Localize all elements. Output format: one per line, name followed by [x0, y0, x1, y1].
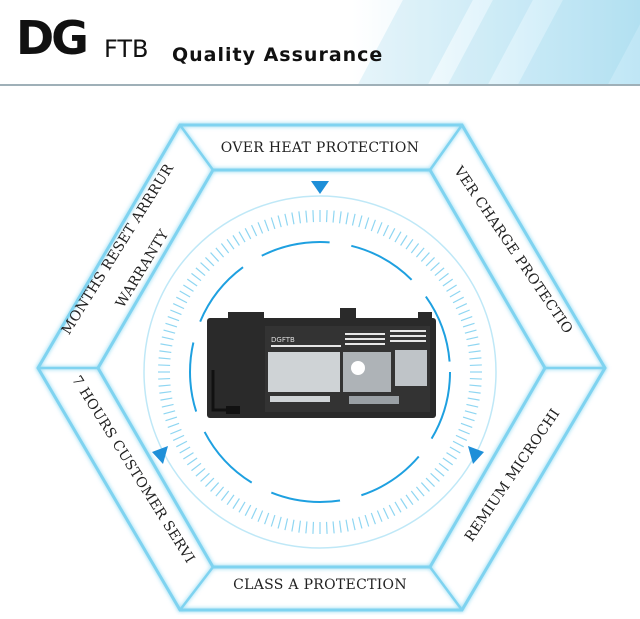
arrow-down-right-icon [468, 446, 484, 464]
feature-customer-service: 24/7 HOURS CUSTOMER SERVICE [0, 0, 197, 566]
brand-logo-suffix: FTB [104, 35, 149, 63]
inner-ring [189, 241, 451, 503]
feature-class-a-protection: CLASS A PROTECTION [233, 577, 407, 593]
header-banner: DG FTB Quality Assurance [0, 0, 640, 86]
banner-divider [0, 84, 640, 86]
arrow-down-icon [311, 181, 329, 194]
battery-brand-label: DGFTB [271, 336, 295, 344]
hexagon-connectors [38, 124, 605, 611]
outer-ring [143, 195, 497, 549]
feature-warranty-line1: 12 MONTHS RESET ARRRURED [0, 0, 177, 342]
hexagon-graphic: DGFTB OVER HEAT PROTECTION CLASS A PROTE… [0, 0, 607, 612]
svg-text:12 MONTHS RESET ARRRURED: 12 MONTHS RESET ARRRURED [0, 86, 177, 342]
feature-over-heat-protection: OVER HEAT PROTECTION [221, 140, 419, 156]
banner-stripe [517, 0, 640, 86]
svg-text:24/7 HOURS CUSTOMER SERVICE: 24/7 HOURS CUSTOMER SERVICE [0, 86, 198, 566]
tagline: Quality Assurance [172, 44, 384, 66]
brand-logo: DG [16, 11, 89, 65]
battery-image: DGFTB [207, 308, 436, 418]
arrow-down-left-icon [152, 446, 168, 464]
tick-ring [158, 210, 482, 534]
